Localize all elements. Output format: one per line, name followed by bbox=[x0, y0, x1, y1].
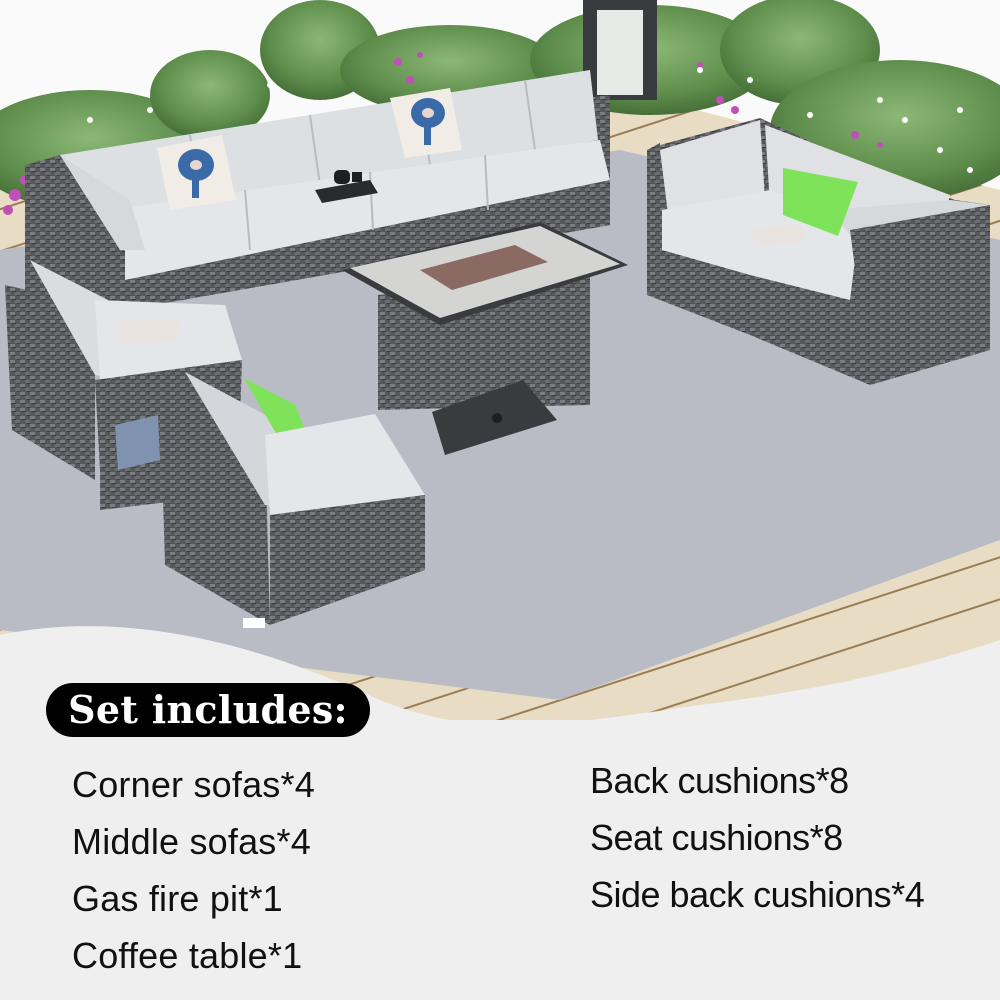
list-item: Back cushions*8 bbox=[590, 760, 849, 801]
pillow-blue-2 bbox=[390, 88, 462, 158]
list-item: Middle sofas*4 bbox=[72, 821, 311, 862]
pillow-green-1 bbox=[783, 168, 858, 236]
list-item: Side back cushions*4 bbox=[590, 874, 925, 915]
patio-furniture-illustration bbox=[0, 0, 1000, 720]
list-item: Coffee table*1 bbox=[72, 935, 303, 976]
fire-pit-table bbox=[342, 222, 628, 455]
product-photo bbox=[0, 0, 1000, 720]
loveseat bbox=[647, 118, 990, 385]
included-items-left: Corner sofas*4 Middle sofas*4 Gas fire p… bbox=[72, 756, 315, 984]
middle-chair-front bbox=[160, 372, 425, 628]
list-item: Seat cushions*8 bbox=[590, 817, 843, 858]
lantern bbox=[583, 0, 657, 100]
set-includes-heading: Set includes: bbox=[46, 683, 370, 737]
sectional-sofa bbox=[25, 70, 610, 310]
pillow-blue-1 bbox=[157, 135, 236, 210]
list-item: Gas fire pit*1 bbox=[72, 878, 283, 919]
included-items-right: Back cushions*8 Seat cushions*8 Side bac… bbox=[590, 752, 925, 923]
list-item: Corner sofas*4 bbox=[72, 764, 315, 805]
